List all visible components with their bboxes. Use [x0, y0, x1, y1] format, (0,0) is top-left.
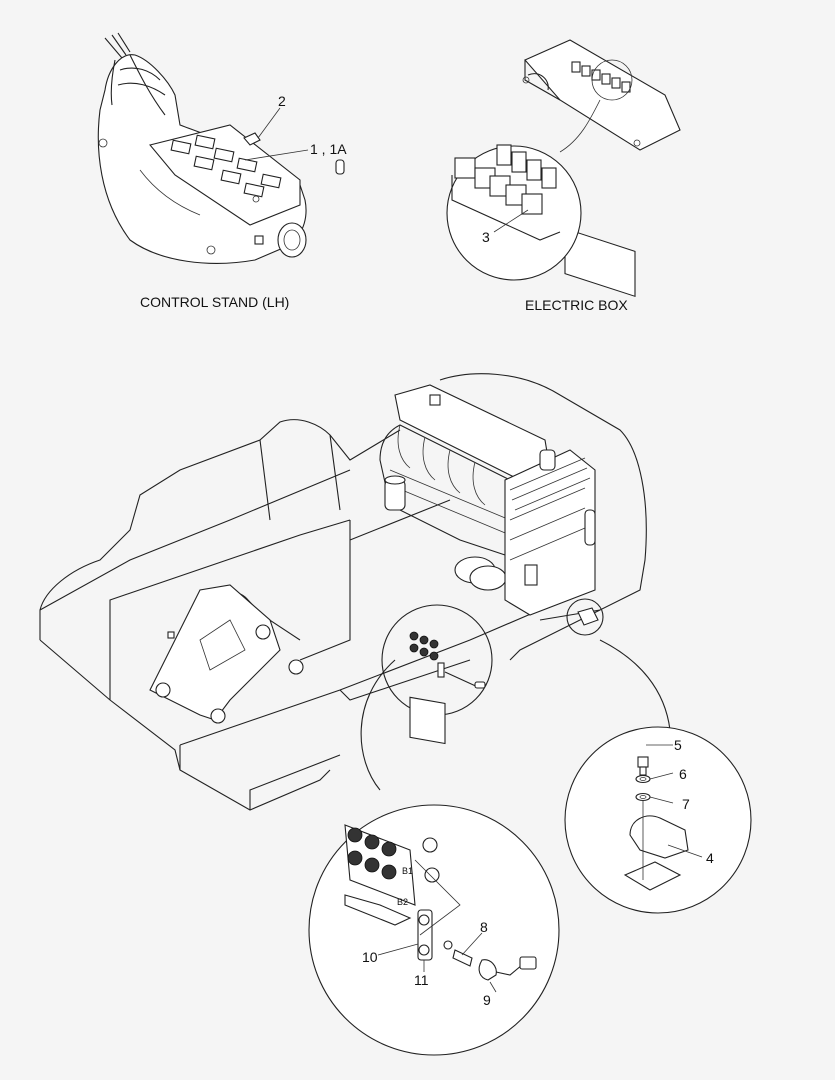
valve-detail-small [381, 604, 493, 745]
valve-detail-large [308, 804, 560, 1056]
part-label-2: 2 [278, 93, 286, 109]
part-label-5: 5 [674, 737, 682, 753]
part-label-9: 9 [483, 992, 491, 1008]
part-label-11: 11 [414, 972, 429, 988]
part-1a-bulb [335, 159, 345, 175]
caption-electric-box: ELECTRIC BOX [525, 297, 628, 313]
bracket-detail-large [564, 726, 752, 914]
leader-arc-right [599, 639, 671, 731]
port-label-b2: B2 [397, 897, 409, 907]
electric-box-drawing [446, 39, 681, 298]
part-label-8: 8 [480, 919, 488, 935]
machine-frame-drawing [39, 373, 647, 811]
part-2-lamp-holder [243, 132, 261, 146]
part-label-7: 7 [682, 796, 690, 812]
port-label-b1: B1 [402, 866, 414, 876]
part-label-4: 4 [706, 850, 714, 866]
engine-drawing [379, 384, 596, 616]
part-label-1: 1 , 1A [310, 141, 347, 157]
part-label-3: 3 [482, 229, 490, 245]
control-stand-drawing [97, 32, 345, 264]
leader-arc-left [360, 659, 396, 791]
part-label-10: 10 [362, 949, 378, 965]
bracket-detail-small [566, 598, 604, 636]
part-label-6: 6 [679, 766, 687, 782]
caption-control-stand: CONTROL STAND (LH) [140, 294, 290, 310]
